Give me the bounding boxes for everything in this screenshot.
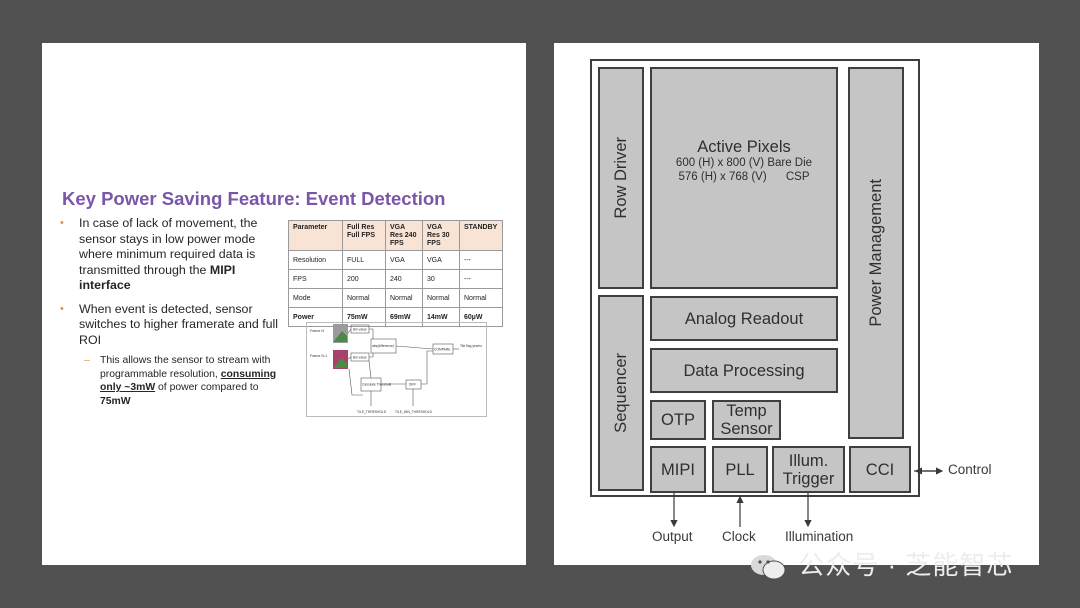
- wechat-icon: [751, 555, 786, 580]
- flow-calc: Calculate Threshold: [362, 383, 391, 387]
- flow-binvalue-a: Bin value: [353, 328, 367, 332]
- table-cell: Normal: [422, 288, 460, 308]
- sub-bullet-pre: This allows the sensor to stream with pr…: [100, 355, 271, 380]
- chip-outline: [590, 59, 920, 497]
- event-detection-flow: Frame N Frame N-1: [306, 322, 487, 417]
- active-pixels-label: Active Pixels: [697, 138, 791, 156]
- illumination-label: Illumination: [785, 529, 854, 544]
- flow-diff: DIFF: [409, 383, 416, 387]
- table-cell: VGA: [385, 250, 423, 270]
- flow-arrow: [421, 350, 433, 385]
- table-cell: ---: [459, 269, 503, 289]
- table-header-row: Parameter Full Res Full FPS VGA Res 240 …: [288, 220, 503, 251]
- pll-block: PLL: [712, 446, 768, 493]
- flow-abs-diff: abs(difference): [372, 344, 394, 348]
- flow-compare: COMPARE: [434, 348, 451, 352]
- table-cell: Mode: [288, 288, 343, 308]
- table-cell: 30: [422, 269, 460, 289]
- bullet-2-text: When event is detected, sensor switches …: [79, 301, 279, 347]
- left-slide: Key Power Saving Feature: Event Detectio…: [42, 43, 526, 565]
- row-driver-block: Row Driver: [598, 67, 644, 289]
- bullet-1-bold: MIPI interface: [79, 262, 236, 293]
- flow-arrow: [347, 356, 352, 360]
- table-cell: Resolution: [288, 250, 343, 270]
- dash-icon: –: [84, 355, 90, 366]
- illum-trigger-label: Illum. Trigger: [782, 451, 835, 488]
- sub-bullet: – This allows the sensor to stream with …: [60, 354, 285, 408]
- sub-bullet-mid: of power compared to: [155, 382, 259, 393]
- watermark: 公众号 · 芝能智芯: [750, 545, 1013, 582]
- mipi-label: MIPI: [661, 460, 695, 479]
- flow-output: Tile flag yes/no: [460, 344, 482, 348]
- flow-arrow: [369, 353, 374, 358]
- flow-thresh1: TILE_THRESHOLD: [357, 410, 387, 414]
- bullet-1: • In case of lack of movement, the senso…: [60, 216, 285, 294]
- mipi-block: MIPI: [650, 446, 706, 493]
- bullet-dot-icon: •: [60, 217, 64, 229]
- pll-label: PLL: [725, 460, 755, 479]
- control-label: Control: [948, 462, 992, 477]
- table-cell: 200: [342, 269, 386, 289]
- table-cell: VGA: [422, 250, 460, 270]
- otp-block: OTP: [650, 400, 706, 440]
- analog-readout-block: Analog Readout: [650, 296, 838, 341]
- flow-arrow: [368, 360, 372, 379]
- flow-frame-n-label: Frame N: [310, 329, 324, 333]
- analog-readout-label: Analog Readout: [684, 309, 804, 328]
- sub-bullet-underline: consuming only ~3mW: [100, 368, 277, 394]
- flow-thresh2: TILE_MIN_THRESHOLD: [395, 410, 433, 414]
- table-cell: 240: [385, 269, 423, 289]
- flow-arrow: [348, 368, 363, 396]
- table-row: Mode Normal Normal Normal Normal: [288, 288, 503, 308]
- table-header-cell: Parameter: [288, 220, 343, 251]
- sequencer-block: Sequencer: [598, 295, 644, 491]
- flow-arrow: [395, 345, 434, 350]
- flow-frame-n1-label: Frame N-1: [310, 354, 327, 358]
- data-processing-label: Data Processing: [683, 361, 805, 380]
- temp-sensor-block: Temp Sensor: [712, 400, 781, 440]
- table-row: Resolution FULL VGA VGA ---: [288, 250, 503, 270]
- table-header-cell: Full Res Full FPS: [342, 220, 386, 251]
- watermark-text: 公众号 · 芝能智芯: [798, 550, 1014, 580]
- frame-n-image-detail: [334, 331, 347, 342]
- clock-label: Clock: [722, 529, 756, 544]
- power-management-block: Power Management: [848, 67, 904, 439]
- output-label: Output: [652, 529, 693, 544]
- diff-box: [405, 379, 422, 390]
- right-slide: Row Driver Active Pixels 600 (H) x 800 (…: [554, 43, 1039, 565]
- cci-label: CCI: [865, 460, 895, 479]
- table-header-cell: STANDBY: [459, 220, 503, 251]
- table-cell: Normal: [342, 288, 386, 308]
- data-processing-block: Data Processing: [650, 348, 838, 393]
- slide-title: Key Power Saving Feature: Event Detectio…: [62, 188, 446, 209]
- bullet-1-text: In case of lack of movement, the sensor …: [79, 216, 258, 277]
- otp-label: OTP: [661, 411, 695, 429]
- table-header-cell: VGA Res 240 FPS: [385, 220, 423, 251]
- connection-arrows: [670, 467, 944, 528]
- table-cell: FULL: [342, 250, 386, 270]
- table-header-cell: VGA Res 30 FPS: [422, 220, 460, 251]
- cci-block: CCI: [849, 446, 911, 493]
- active-pixels-spec-1: 600 (H) x 800 (V) Bare Die: [675, 157, 813, 169]
- table-cell: ---: [459, 250, 503, 270]
- flow-arrow: [369, 328, 374, 339]
- illum-trigger-block: Illum. Trigger: [772, 446, 845, 493]
- table-cell: Normal: [385, 288, 423, 308]
- temp-sensor-label: Temp Sensor: [720, 402, 773, 438]
- bullet-list: • In case of lack of movement, the senso…: [60, 216, 285, 408]
- power-table: Parameter Full Res Full FPS VGA Res 240 …: [288, 220, 503, 327]
- flow-arrow: [347, 328, 352, 334]
- bullet-2: • When event is detected, sensor switche…: [60, 302, 285, 349]
- table-cell: Normal: [459, 288, 503, 308]
- table-cell: FPS: [288, 269, 343, 289]
- active-pixels-block: Active Pixels 600 (H) x 800 (V) Bare Die…: [650, 67, 838, 289]
- active-pixels-spec-2: 576 (H) x 768 (V) CSP: [678, 171, 810, 183]
- flow-binvalue-b: Bin value: [353, 356, 367, 360]
- sub-bullet-bold: 75mW: [100, 395, 131, 407]
- table-row: FPS 200 240 30 ---: [288, 269, 503, 289]
- frame-n1-image-detail: [334, 358, 347, 368]
- bullet-dot-icon: •: [60, 302, 64, 315]
